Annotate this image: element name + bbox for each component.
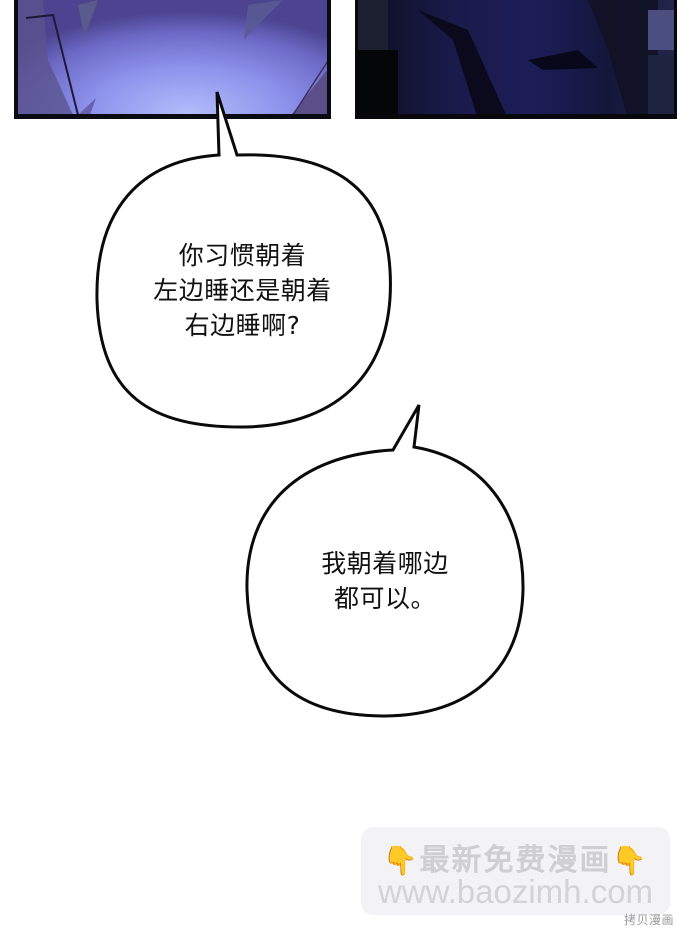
- credit-watermark: 拷贝漫画: [624, 913, 675, 927]
- panel-right-artwork: [358, 0, 674, 114]
- bubble-1-line-1: 你习惯朝着: [178, 241, 307, 270]
- speech-bubble-2-outline: [245, 404, 525, 718]
- bubble-2-line-2: 都可以。: [333, 584, 436, 613]
- pointing-down-hand-icon: 👇: [382, 844, 420, 877]
- watermark-url: www.baozimh.com: [377, 873, 654, 910]
- pointing-down-hand-icon: 👇: [611, 844, 649, 877]
- speech-bubble-1-text: 你习惯朝着 左边睡还是朝着 右边睡啊?: [110, 238, 375, 343]
- comic-panel-left: [14, 0, 331, 119]
- watermark-promo-text: 最新免费漫画: [419, 843, 612, 878]
- site-watermark: 👇最新免费漫画👇 www.baozimh.com: [361, 827, 670, 915]
- bubble-2-line-1: 我朝着哪边: [321, 549, 449, 578]
- speech-bubble-1-outline: [95, 91, 392, 429]
- bubble-1-line-3: 右边睡啊?: [184, 311, 301, 340]
- comic-panel-right: [355, 0, 677, 119]
- bubble-1-line-2: 左边睡还是朝着: [153, 276, 332, 305]
- speech-bubble-2-text: 我朝着哪边 都可以。: [285, 546, 485, 616]
- watermark-line-1: 👇最新免费漫画👇: [361, 835, 670, 879]
- panel-left-artwork: [18, 0, 327, 114]
